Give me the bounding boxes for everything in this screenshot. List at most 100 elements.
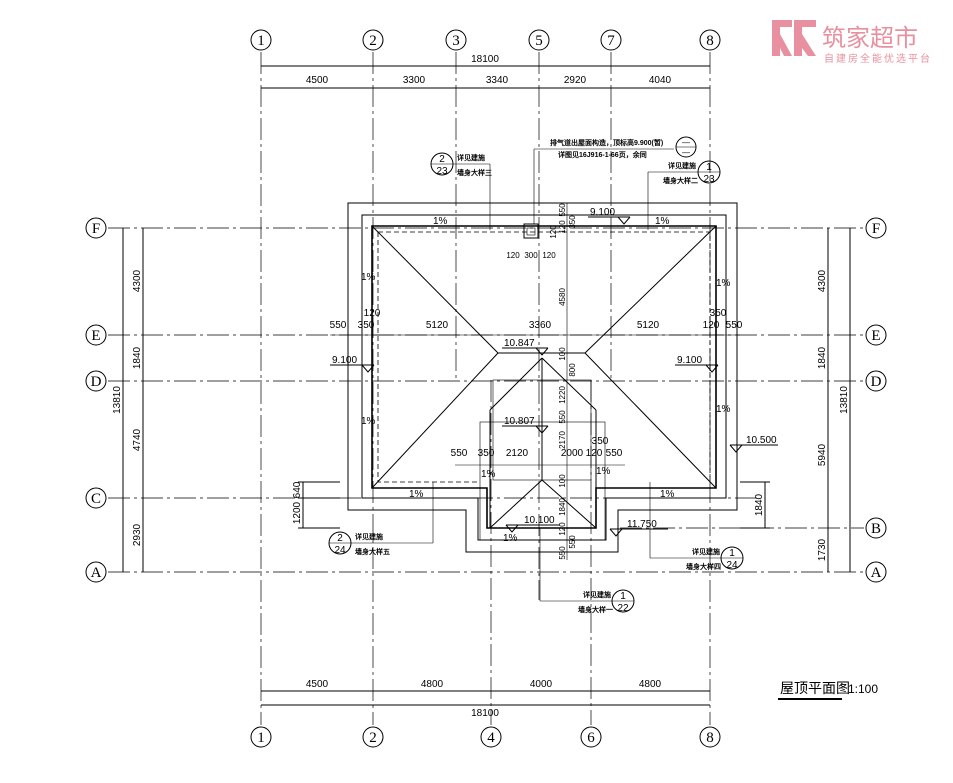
svg-text:详见建施: 详见建施 bbox=[457, 153, 485, 162]
axis-bubbles-bottom: 1 2 4 6 8 bbox=[250, 726, 721, 748]
axis-bubble: F bbox=[865, 217, 887, 239]
svg-text:E: E bbox=[871, 328, 880, 344]
axis-bubble: 1 bbox=[250, 29, 272, 51]
svg-text:1%: 1% bbox=[361, 416, 376, 427]
svg-text:120: 120 bbox=[549, 225, 558, 239]
drawing-title: 屋顶平面图 1:100 bbox=[778, 680, 878, 700]
svg-text:1%: 1% bbox=[433, 216, 448, 227]
svg-text:18100: 18100 bbox=[471, 54, 499, 65]
svg-text:1200: 1200 bbox=[292, 501, 303, 524]
svg-text:D: D bbox=[871, 374, 882, 390]
elevation-mark: 10.100 bbox=[505, 515, 560, 533]
svg-text:1: 1 bbox=[729, 548, 735, 559]
svg-text:4300: 4300 bbox=[132, 269, 143, 292]
axis-bubbles-left: F E D C A bbox=[85, 217, 107, 583]
elevation-mark: 9.100 bbox=[588, 207, 631, 225]
vent-note: 排气道出屋面构造，顶标高9.900(暂) 详图见16J916-1-66页，余同 … bbox=[533, 136, 697, 224]
svg-text:1%: 1% bbox=[716, 404, 731, 415]
svg-text:1%: 1% bbox=[361, 272, 376, 283]
axis-bubble: E bbox=[85, 324, 107, 346]
axis-bubble: F bbox=[85, 217, 107, 239]
svg-text:100: 100 bbox=[558, 474, 567, 488]
svg-text:1730: 1730 bbox=[817, 538, 828, 561]
axis-bubble: 6 bbox=[580, 726, 602, 748]
svg-text:墙身大样三: 墙身大样三 bbox=[457, 168, 492, 177]
elevation-marks: 9.100 10.847 9.100 9.100 10.807 10.500 1… bbox=[330, 207, 778, 537]
svg-text:10.847: 10.847 bbox=[504, 338, 535, 349]
svg-text:3360: 3360 bbox=[529, 320, 552, 331]
svg-text:详图见16J916-1-66页，余同: 详图见16J916-1-66页，余同 bbox=[558, 150, 647, 159]
axis-lines bbox=[108, 52, 864, 725]
elevation-mark: 10.500 bbox=[729, 435, 778, 453]
svg-text:550: 550 bbox=[558, 203, 567, 217]
detail-callout: 1 24 详见建施 墙身大样四 bbox=[649, 482, 744, 571]
title-scale: 1:100 bbox=[848, 682, 878, 696]
title-name: 屋顶平面图 bbox=[780, 680, 850, 696]
svg-text:11.750: 11.750 bbox=[627, 519, 657, 530]
svg-text:2920: 2920 bbox=[564, 75, 587, 86]
svg-text:23: 23 bbox=[703, 174, 715, 185]
detail-callout: 2 23 详见建施 墙身大样三 bbox=[430, 152, 492, 230]
svg-text:4000: 4000 bbox=[530, 679, 553, 690]
axis-bubbles-top: 1 2 3 5 7 8 bbox=[250, 29, 721, 51]
axis-bubble: 2 bbox=[362, 29, 384, 51]
svg-text:10.807: 10.807 bbox=[504, 416, 535, 427]
svg-text:10.500: 10.500 bbox=[746, 435, 777, 446]
logo: 筑家超市 自建房全能优选平台 bbox=[772, 20, 930, 65]
axis-bubble: 8 bbox=[699, 29, 721, 51]
svg-text:2120: 2120 bbox=[506, 448, 529, 459]
svg-text:24: 24 bbox=[334, 545, 346, 556]
svg-text:5120: 5120 bbox=[637, 320, 660, 331]
axis-bubble: E bbox=[865, 324, 887, 346]
svg-text:550: 550 bbox=[558, 410, 567, 424]
svg-text:350: 350 bbox=[358, 320, 375, 331]
svg-text:300: 300 bbox=[524, 251, 538, 260]
axis-bubble: B bbox=[865, 517, 887, 539]
svg-text:详见建施: 详见建施 bbox=[668, 161, 696, 170]
svg-text:5: 5 bbox=[535, 33, 543, 49]
svg-text:F: F bbox=[92, 221, 100, 237]
svg-text:10.100: 10.100 bbox=[524, 515, 555, 526]
svg-text:13810: 13810 bbox=[839, 386, 850, 414]
svg-text:墙身大样四: 墙身大样四 bbox=[686, 562, 721, 571]
svg-text:1220: 1220 bbox=[558, 386, 567, 404]
svg-text:2930: 2930 bbox=[132, 523, 143, 546]
svg-text:1: 1 bbox=[706, 162, 712, 173]
svg-text:详见建施: 详见建施 bbox=[583, 590, 611, 599]
svg-text:1840: 1840 bbox=[754, 493, 765, 516]
svg-text:1: 1 bbox=[620, 591, 626, 602]
svg-text:8: 8 bbox=[706, 730, 714, 746]
axis-bubble: D bbox=[85, 370, 107, 392]
svg-text:9.100: 9.100 bbox=[677, 355, 702, 366]
svg-text:4580: 4580 bbox=[558, 288, 567, 306]
svg-text:18100: 18100 bbox=[471, 708, 499, 719]
svg-text:4300: 4300 bbox=[817, 269, 828, 292]
svg-text:350: 350 bbox=[478, 448, 495, 459]
svg-text:4: 4 bbox=[487, 730, 495, 746]
svg-text:详见建施: 详见建施 bbox=[692, 547, 720, 556]
svg-text:详见建施: 详见建施 bbox=[355, 532, 383, 541]
svg-text:550: 550 bbox=[558, 546, 567, 560]
slope-labels: 1% 1% 1% 1% 1% 1% 1% 1% 1% 1% 1% bbox=[361, 216, 731, 544]
svg-text:120: 120 bbox=[506, 251, 520, 260]
svg-text:D: D bbox=[91, 374, 102, 390]
svg-text:4800: 4800 bbox=[639, 679, 662, 690]
svg-text:3300: 3300 bbox=[403, 75, 426, 86]
svg-text:350: 350 bbox=[568, 215, 577, 229]
svg-text:550: 550 bbox=[726, 320, 743, 331]
svg-text:1%: 1% bbox=[655, 216, 670, 227]
svg-text:2: 2 bbox=[337, 533, 343, 544]
svg-text:B: B bbox=[871, 521, 881, 537]
svg-text:1%: 1% bbox=[481, 469, 496, 480]
axis-bubble: 2 bbox=[362, 726, 384, 748]
elevation-mark: 10.807 bbox=[502, 416, 549, 434]
svg-text:4740: 4740 bbox=[132, 428, 143, 451]
dimension-texts: 18100 4500 3300 3340 2920 4040 4500 4800… bbox=[112, 54, 850, 719]
svg-text:6: 6 bbox=[587, 730, 595, 746]
svg-text:550: 550 bbox=[330, 320, 347, 331]
logo-name: 筑家超市 bbox=[822, 25, 918, 52]
svg-text:1840: 1840 bbox=[558, 498, 567, 516]
svg-text:墙身大样五: 墙身大样五 bbox=[355, 547, 390, 556]
svg-text:550: 550 bbox=[568, 535, 577, 549]
